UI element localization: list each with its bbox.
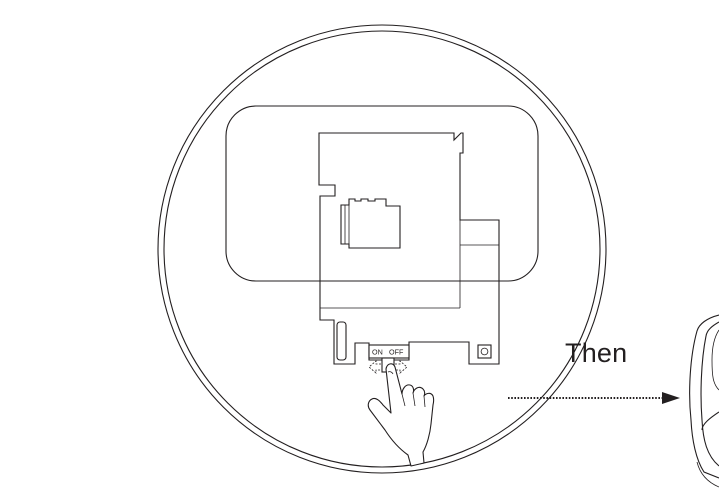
battery-recess [225, 105, 539, 282]
board-internal-lines [320, 220, 499, 309]
memory-card [340, 198, 401, 249]
then-label: Then [565, 338, 628, 368]
side-slot [336, 321, 347, 361]
dotted-arrow-right-icon [508, 392, 680, 404]
reset-button [477, 344, 492, 359]
switch-off-label: OFF [389, 348, 404, 357]
next-device-preview [689, 314, 719, 488]
switch-on-label: ON [372, 348, 383, 357]
device-body-circle [157, 24, 607, 474]
pointing-hand-icon [367, 363, 435, 467]
